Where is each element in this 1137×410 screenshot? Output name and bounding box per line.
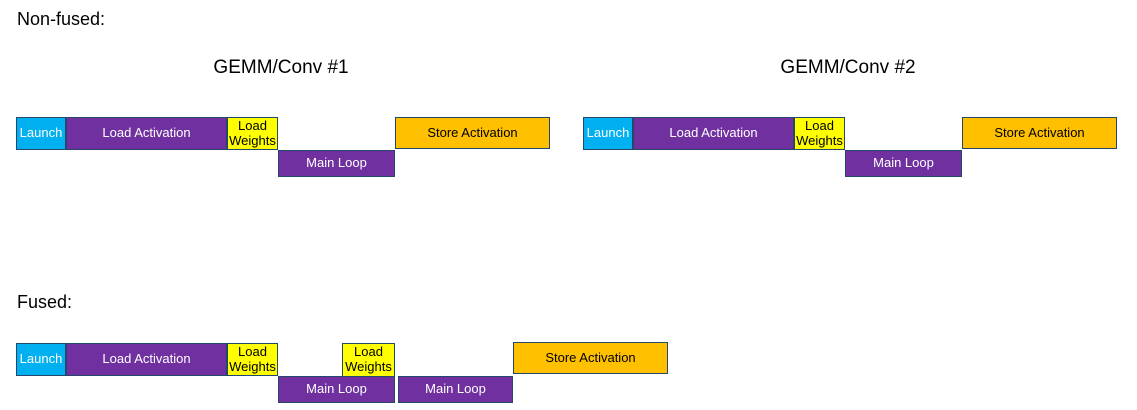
launch-block: Launch — [16, 117, 66, 150]
launch-block: Launch — [16, 343, 66, 376]
main-loop-block: Main Loop — [278, 150, 395, 177]
store-activation-block: Store Activation — [395, 117, 550, 149]
store-activation-block: Store Activation — [513, 342, 668, 374]
store-activation-block: Store Activation — [962, 117, 1117, 149]
main-loop-block: Main Loop — [278, 376, 395, 403]
load-weights-block: Load Weights — [794, 117, 845, 150]
main-loop-block: Main Loop — [398, 376, 513, 403]
load-activation-block: Load Activation — [66, 117, 227, 150]
launch-block: Launch — [583, 117, 633, 150]
load-weights-block: Load Weights — [227, 343, 278, 376]
gemm-conv-2-title: GEMM/Conv #2 — [780, 57, 916, 78]
main-loop-block: Main Loop — [845, 150, 962, 177]
gemm-conv-1-title: GEMM/Conv #1 — [213, 57, 349, 78]
non-fused-section-label: Non-fused: — [17, 9, 106, 29]
fused-section-label: Fused: — [17, 292, 73, 312]
load-activation-block: Load Activation — [633, 117, 794, 150]
load-weights-block: Load Weights — [342, 343, 395, 377]
load-activation-block: Load Activation — [66, 343, 227, 376]
load-weights-block: Load Weights — [227, 117, 278, 150]
